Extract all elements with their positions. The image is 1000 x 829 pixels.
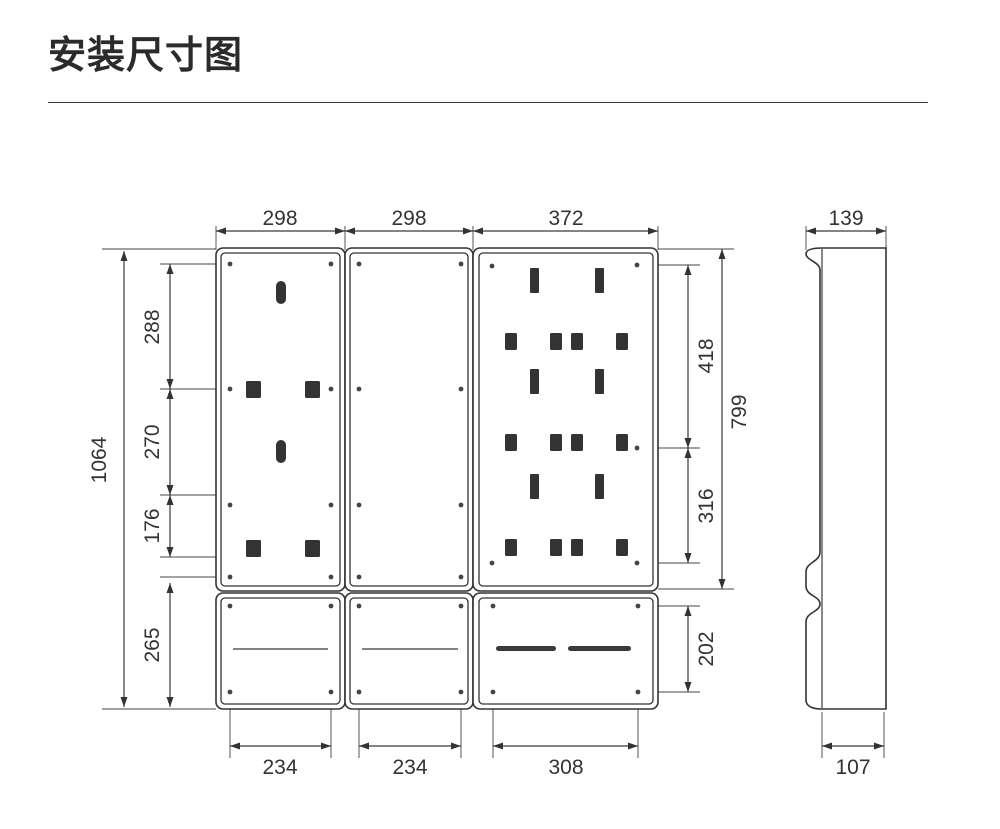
cabinet-1-upper bbox=[215, 247, 346, 592]
dimension-lines bbox=[120, 227, 886, 750]
dim-left-segment-3: 176 bbox=[141, 508, 164, 543]
cabinet-2-lower bbox=[344, 592, 474, 710]
square-block bbox=[246, 381, 261, 398]
dim-bottom-width-3: 308 bbox=[548, 756, 583, 779]
dim-total-height: 1064 bbox=[88, 436, 111, 483]
cabinet-3-lower bbox=[472, 592, 659, 710]
cabinet-3-upper bbox=[472, 247, 659, 592]
dim-right-total: 799 bbox=[728, 394, 751, 429]
cabinet-2-upper bbox=[344, 247, 474, 592]
breaker-blocks bbox=[505, 333, 628, 556]
dim-left-segment-1: 288 bbox=[141, 309, 164, 344]
square-block bbox=[246, 540, 261, 557]
dim-side-depth-bottom: 107 bbox=[835, 756, 870, 779]
page-title: 安装尺寸图 bbox=[48, 33, 244, 77]
oval-knockout bbox=[276, 281, 286, 304]
meter-terminals bbox=[530, 268, 604, 499]
dim-top-width-1: 298 bbox=[262, 207, 297, 230]
dim-side-depth-top: 139 bbox=[828, 207, 863, 230]
cable-slot bbox=[496, 646, 556, 651]
square-block bbox=[305, 381, 320, 398]
dim-right-segment-3: 202 bbox=[695, 631, 718, 666]
side-view bbox=[805, 247, 887, 710]
square-block bbox=[305, 540, 320, 557]
dim-top-width-2: 298 bbox=[391, 207, 426, 230]
dim-right-segment-2: 316 bbox=[695, 488, 718, 523]
dim-left-segment-2: 270 bbox=[141, 424, 164, 459]
title-divider bbox=[48, 102, 928, 103]
dim-bottom-width-1: 234 bbox=[262, 756, 297, 779]
mounting-holes bbox=[356, 261, 464, 580]
dim-right-segment-1: 418 bbox=[695, 338, 718, 373]
cable-slot bbox=[568, 646, 631, 651]
mounting-holes bbox=[489, 262, 640, 566]
dim-bottom-width-2: 234 bbox=[392, 756, 427, 779]
dim-top-width-3: 372 bbox=[548, 207, 583, 230]
mounting-holes bbox=[227, 261, 334, 580]
dimension-labels: 298 298 372 139 234 234 308 107 1064 288… bbox=[88, 207, 871, 779]
dim-left-segment-4: 265 bbox=[141, 627, 164, 662]
oval-knockout bbox=[276, 440, 286, 463]
cabinet-1-lower bbox=[215, 592, 346, 710]
